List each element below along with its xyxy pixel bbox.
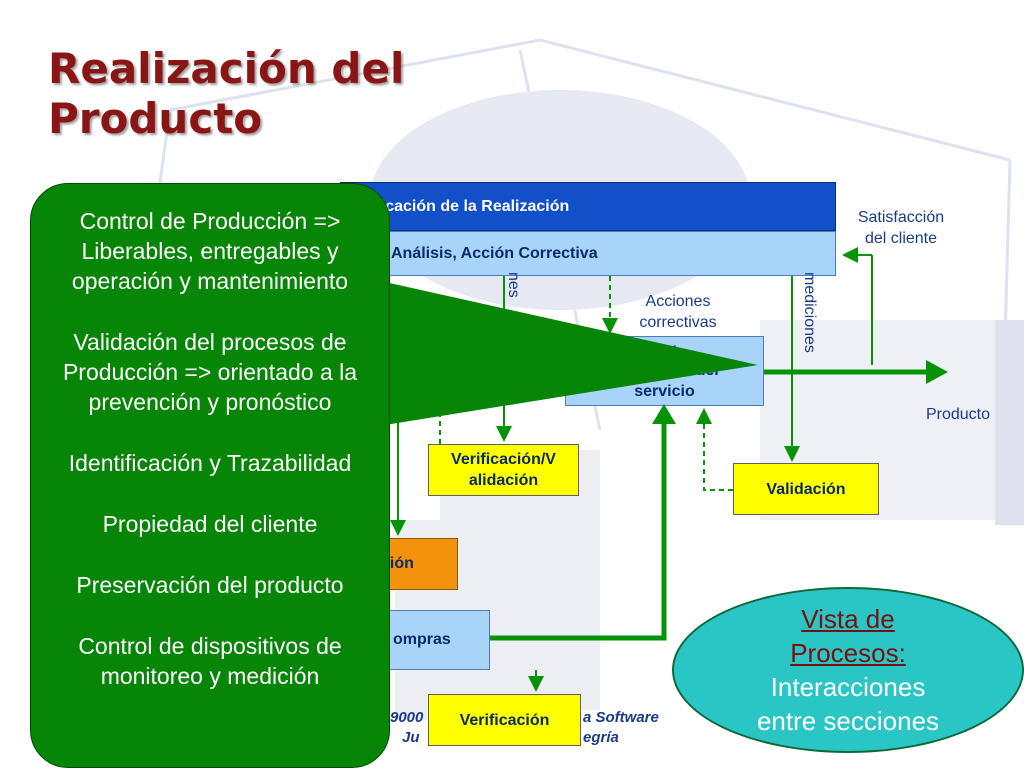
- realization-planning-label: ificación de la Realización: [371, 197, 570, 215]
- callout-item: Identificación y Trazabilidad: [68, 450, 352, 476]
- process-view-ellipse: Vista de Procesos: Interacciones entre s…: [672, 587, 1024, 753]
- process-view-heading-line1: Vista de: [801, 604, 895, 634]
- analysis-label: Análisis, Acción Correctiva: [391, 244, 598, 262]
- realization-planning-box: ificación de la Realización: [340, 182, 836, 231]
- footer-right-text: a Software egría: [583, 709, 659, 746]
- acciones-correctivas-label: Acciones correctivas: [639, 293, 717, 331]
- compras-arrow-head: [652, 404, 676, 424]
- callout-item: Control de dispositivos de monitoreo y m…: [78, 633, 342, 689]
- producto-label: Producto: [925, 406, 991, 423]
- compras-to-production-arrow: [490, 420, 667, 641]
- callout-item: Preservación del producto: [76, 572, 344, 598]
- verification-box: Verificación: [428, 694, 581, 746]
- validation-dashed-line: [696, 408, 733, 491]
- verification-validation-box: Verificación/V alidación: [428, 444, 579, 496]
- process-view-heading-line2: Procesos:: [790, 638, 906, 668]
- callout-item: Propiedad del cliente: [102, 511, 318, 537]
- footer-left-text: 9000 Ju: [390, 709, 424, 746]
- slide-title: Realización del Producto: [48, 44, 448, 144]
- callout-box: Control de Producción => Liberables, ent…: [30, 183, 390, 768]
- satisfaction-label: Satisfacción del cliente: [857, 209, 945, 247]
- slide-title-line2: Producto: [48, 94, 263, 143]
- analysis-box: Análisis, Acción Correctiva: [340, 231, 836, 276]
- validation-box: Validación: [733, 463, 879, 515]
- process-view-text-line1: Interacciones: [770, 672, 926, 702]
- callout-item: Control de Producción => Liberables, ent…: [71, 208, 349, 294]
- slide-title-line1: Realización del: [48, 44, 405, 93]
- process-view-text-line2: entre secciones: [756, 706, 940, 736]
- callout-item: Validación del procesos de Producción =>…: [62, 329, 358, 415]
